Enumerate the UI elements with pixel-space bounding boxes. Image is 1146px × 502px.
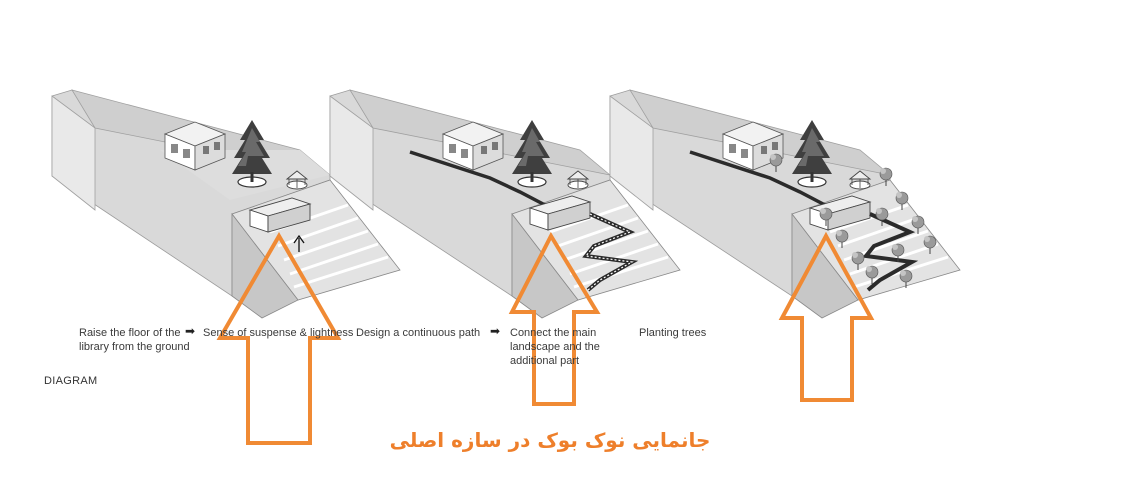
orange-up-arrow-2 xyxy=(508,231,601,406)
right-arrow-icon: ➡ xyxy=(185,324,196,338)
library-box xyxy=(248,197,312,233)
farsi-caption: جانمایی نوک بوک در سازه اصلی xyxy=(389,428,711,452)
library-box xyxy=(528,195,592,231)
caption-suspense-lightness: Sense of suspense & lightness xyxy=(203,327,354,339)
model-2-continuous-path xyxy=(329,89,681,319)
up-arrow-icon xyxy=(293,234,305,252)
orange-up-arrow-1 xyxy=(216,232,342,445)
continuous-path xyxy=(409,150,546,207)
caption-raise-floor: Raise the floor of the library from the … xyxy=(79,327,190,353)
orange-up-arrow-3 xyxy=(778,231,875,402)
caption-planting-trees: Planting trees xyxy=(639,327,707,339)
model-1-raised-library xyxy=(51,89,401,319)
caption-continuous-path: Design a continuous path xyxy=(356,327,481,339)
zigzag-path xyxy=(582,212,639,292)
model-3-planting-trees xyxy=(609,89,961,319)
right-arrow-icon: ➡ xyxy=(490,324,501,338)
caption-connect-landscape: Connect the main landscape and the addit… xyxy=(510,327,600,367)
diagram-label: DIAGRAM xyxy=(44,375,98,387)
